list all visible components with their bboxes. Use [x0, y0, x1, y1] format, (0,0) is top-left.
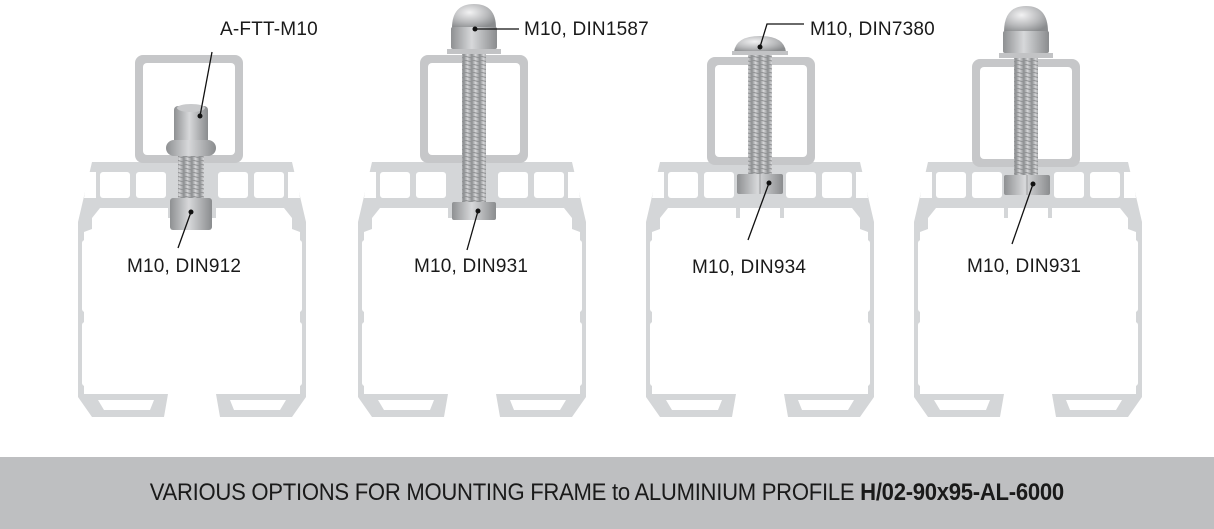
assembly-3	[646, 162, 874, 417]
label-din912: M10, DIN912	[127, 256, 242, 277]
caption-profile-code: H/02-90x95-AL-6000	[860, 479, 1065, 506]
label-din7380: M10, DIN7380	[810, 19, 935, 40]
label-din1587: M10, DIN1587	[524, 19, 649, 40]
diagram-stage: A-FTT-M10 M10, DIN912 M10, DIN1587 M10, …	[78, 4, 1142, 417]
assembly-drawings	[78, 4, 1142, 417]
label-a-ftt-m10: A-FTT-M10	[220, 19, 318, 40]
caption-text: VARIOUS OPTIONS FOR MOUNTING FRAME to AL…	[149, 479, 855, 506]
caption: VARIOUS OPTIONS FOR MOUNTING FRAME to AL…	[150, 479, 1064, 507]
label-din931-a: M10, DIN931	[414, 256, 529, 277]
label-din934: M10, DIN934	[692, 257, 807, 278]
label-din931-b: M10, DIN931	[967, 256, 1082, 277]
caption-bar: VARIOUS OPTIONS FOR MOUNTING FRAME to AL…	[0, 457, 1214, 529]
